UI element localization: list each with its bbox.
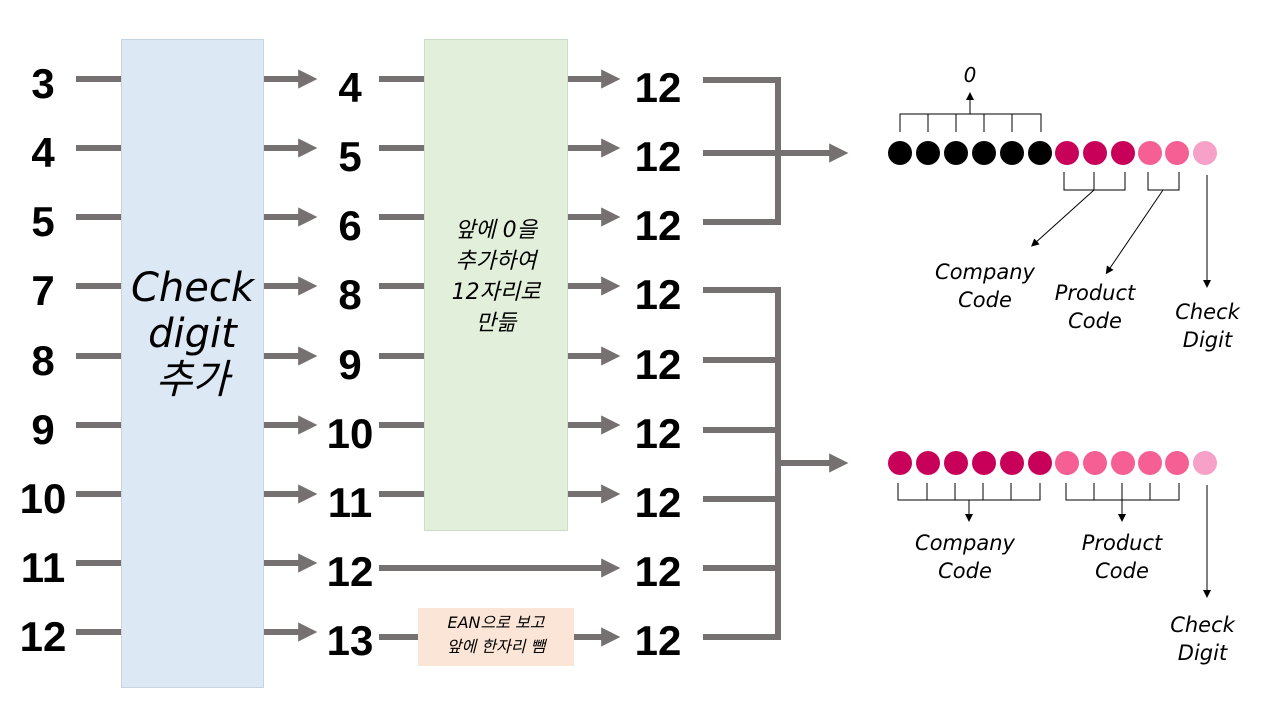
top-digit-dot bbox=[1111, 141, 1135, 165]
top-digit-dot bbox=[1055, 141, 1079, 165]
bottom-digit-dot bbox=[944, 451, 968, 475]
top-digit-dot bbox=[916, 141, 940, 165]
middle-number: 4 bbox=[338, 64, 362, 111]
top-digit-dot bbox=[944, 141, 968, 165]
left-number: 7 bbox=[31, 267, 55, 314]
left-number: 10 bbox=[19, 475, 67, 522]
right-number: 12 bbox=[634, 64, 682, 111]
check-digit-text: Check digit 추가 bbox=[130, 265, 255, 403]
bottom-digit-dot bbox=[1028, 451, 1052, 475]
bottom-digit-dot bbox=[1165, 451, 1189, 475]
left-number: 3 bbox=[31, 60, 55, 107]
bottom-company-bracket bbox=[897, 483, 1041, 501]
top-digit-dot bbox=[1193, 141, 1217, 165]
bottom-digit-dot bbox=[916, 451, 940, 475]
bottom-product-label: Product Code bbox=[1081, 531, 1163, 583]
middle-number: 5 bbox=[338, 133, 362, 180]
zero-bracket bbox=[899, 113, 1042, 132]
bottom-digit-dot bbox=[1111, 451, 1135, 475]
middle-number: 13 bbox=[326, 617, 374, 664]
bottom-digit-dot bbox=[972, 451, 996, 475]
right-number: 12 bbox=[634, 548, 682, 595]
bottom-digit-dot bbox=[1193, 451, 1217, 475]
bottom-company-label: Company Code bbox=[915, 531, 1015, 583]
pad-zero-text: 앞에 0을 추가하여 12자리로 만듦 bbox=[451, 218, 541, 336]
bottom-digit-dot bbox=[1083, 451, 1107, 475]
top-company-pointer bbox=[1031, 189, 1095, 247]
middle-number: 12 bbox=[326, 548, 374, 595]
left-number: 11 bbox=[20, 544, 66, 591]
top-product-label: Product Code bbox=[1054, 281, 1136, 333]
middle-number: 9 bbox=[338, 341, 362, 388]
bottom-product-bracket bbox=[1065, 483, 1180, 501]
top-product-pointer bbox=[1105, 189, 1164, 275]
right-number: 12 bbox=[634, 617, 682, 664]
right-number: 12 bbox=[634, 271, 682, 318]
top-digit-dot bbox=[888, 141, 912, 165]
left-number: 4 bbox=[31, 129, 55, 176]
check-digit-box bbox=[121, 39, 264, 688]
top-digit-dot bbox=[1083, 141, 1107, 165]
right-number: 12 bbox=[634, 202, 682, 249]
top-company-label: Company Code bbox=[935, 260, 1035, 312]
top-zero-label: 0 bbox=[963, 63, 977, 87]
middle-number: 8 bbox=[338, 271, 362, 318]
top-company-bracket bbox=[1063, 172, 1126, 191]
top-digit-dot bbox=[972, 141, 996, 165]
ean-drop-text: EAN으로 보고 앞에 한자리 뺌 bbox=[446, 613, 546, 656]
bottom-digit-dot bbox=[1000, 451, 1024, 475]
middle-number: 10 bbox=[326, 410, 374, 457]
top-check-label: Check Digit bbox=[1175, 300, 1240, 352]
bottom-check-label: Check Digit bbox=[1170, 613, 1235, 665]
bottom-digit-dot bbox=[1055, 451, 1079, 475]
right-number: 12 bbox=[634, 410, 682, 457]
top-digit-dot bbox=[1138, 141, 1162, 165]
top-digit-dot bbox=[1165, 141, 1189, 165]
bottom-digit-dot bbox=[1138, 451, 1162, 475]
bottom-digit-dot bbox=[888, 451, 912, 475]
middle-number: 6 bbox=[338, 202, 362, 249]
right-number: 12 bbox=[634, 341, 682, 388]
top-digit-dot bbox=[1000, 141, 1024, 165]
top-digit-dot bbox=[1028, 141, 1052, 165]
top-product-bracket bbox=[1147, 172, 1180, 191]
top-merge-bracket bbox=[703, 77, 781, 225]
bottom-merge-bracket bbox=[703, 287, 781, 640]
left-number: 5 bbox=[31, 198, 55, 245]
right-number: 12 bbox=[634, 479, 682, 526]
pad-zero-box bbox=[424, 39, 568, 531]
ean-drop-box bbox=[418, 608, 574, 666]
left-number: 12 bbox=[19, 613, 67, 660]
left-number: 8 bbox=[31, 337, 55, 384]
middle-number: 11 bbox=[327, 479, 373, 526]
left-number: 9 bbox=[31, 406, 55, 453]
right-number: 12 bbox=[634, 133, 682, 180]
